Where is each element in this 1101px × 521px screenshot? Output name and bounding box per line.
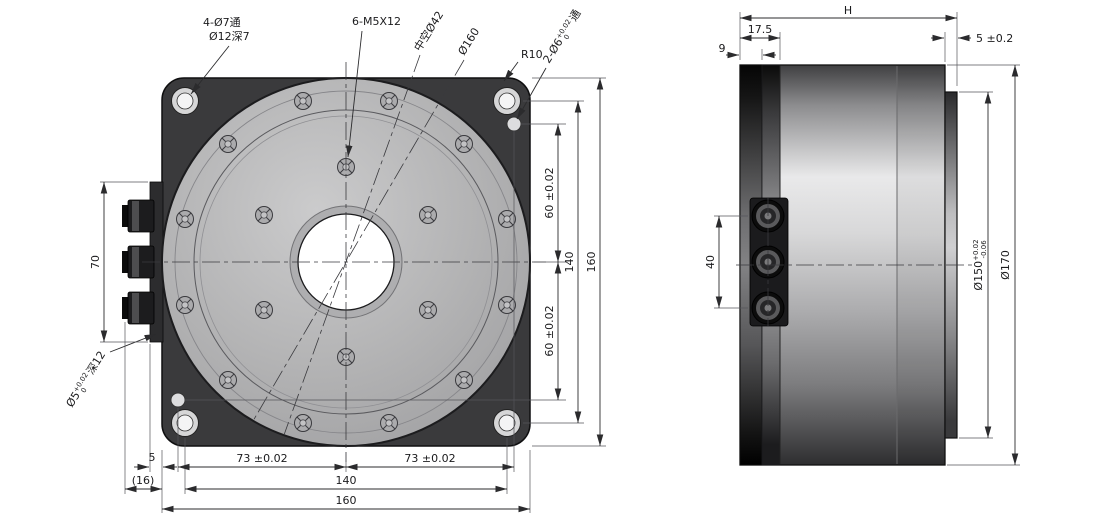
front-view: 4-Ø7通 Ø12深7 6-M5X12 中空Ø42 Ø160 R10 2-Ø6+… — [64, 7, 606, 513]
dim-140-bottom: 140 — [185, 474, 507, 493]
svg-text:140: 140 — [336, 474, 357, 487]
dowel-hole — [170, 392, 186, 408]
svg-text:H: H — [844, 4, 852, 17]
screw-callout: 6-M5X12 — [352, 15, 401, 28]
diagonal-axis-outer — [252, 59, 465, 422]
centerlines-front — [142, 54, 546, 462]
dim-5-bottom: 5 — [134, 451, 177, 471]
cable-gland — [121, 199, 155, 233]
corner-radius-callout: R10 — [521, 48, 543, 61]
diagonal-axis-hollow — [283, 54, 421, 436]
outer-dia-callout: Ø160 — [456, 26, 483, 58]
dowel-hole — [506, 116, 522, 132]
svg-text:40: 40 — [704, 255, 717, 269]
dim-h: H — [740, 4, 957, 22]
svg-text:160: 160 — [585, 252, 598, 273]
svg-text:70: 70 — [89, 255, 102, 269]
dim-dia-170: Ø170 — [999, 65, 1019, 465]
dim-73-left: 73 ±0.02 — [178, 452, 346, 471]
dim-73-right: 73 ±0.02 — [346, 452, 514, 471]
dim-9: 9 — [719, 42, 776, 59]
dim-60-bottom: 60 ±0.02 — [543, 262, 562, 400]
dim-160-right: 160 — [585, 78, 604, 446]
svg-text:73 ±0.02: 73 ±0.02 — [404, 452, 455, 465]
svg-text:160: 160 — [336, 494, 357, 507]
svg-text:5 ±0.2: 5 ±0.2 — [976, 32, 1013, 45]
dim-160-bottom: 160 — [162, 494, 530, 513]
dim-70-left: 70 — [89, 182, 108, 342]
dim-dia-150: Ø150+0.02-0.06 — [972, 92, 992, 438]
dim-40: 40 — [704, 216, 723, 308]
svg-text:73 ±0.02: 73 ±0.02 — [236, 452, 287, 465]
dim-60-top: 60 ±0.02 — [543, 124, 562, 262]
svg-text:60 ±0.02: 60 ±0.02 — [543, 305, 556, 356]
cable-gland — [121, 291, 155, 325]
corner-hole-callout-line2: Ø12深7 — [209, 30, 250, 43]
side-view: H 17.5 9 5 ±0.2 40 Ø150+0.02-0.06 — [704, 4, 1020, 466]
dowel-callout: 2-Ø6+0.020通 — [541, 7, 586, 66]
svg-text:17.5: 17.5 — [748, 23, 773, 36]
dim-16-bottom: (16) — [125, 474, 162, 493]
svg-text:60 ±0.02: 60 ±0.02 — [543, 167, 556, 218]
side-hole-callout: Ø5+0.020深12 — [64, 349, 110, 411]
dim-17-5: 17.5 — [740, 23, 780, 42]
svg-text:140: 140 — [563, 252, 576, 273]
hollow-bore-callout: 中空Ø42 — [411, 8, 447, 53]
corner-hole-callout-line1: 4-Ø7通 — [203, 16, 241, 29]
extension-lines-side — [714, 12, 1020, 466]
centerlines-side — [736, 198, 972, 326]
svg-text:Ø150+0.02-0.06: Ø150+0.02-0.06 — [972, 239, 988, 290]
svg-text:5: 5 — [149, 451, 156, 464]
dim-140-right: 140 — [563, 101, 582, 423]
svg-text:9: 9 — [719, 42, 726, 55]
corner-holes — [171, 87, 521, 437]
svg-text:(16): (16) — [132, 474, 155, 487]
svg-text:Ø170: Ø170 — [999, 250, 1012, 280]
extension-lines-front — [100, 77, 606, 513]
dim-5-tol: 5 ±0.2 — [931, 32, 1013, 45]
